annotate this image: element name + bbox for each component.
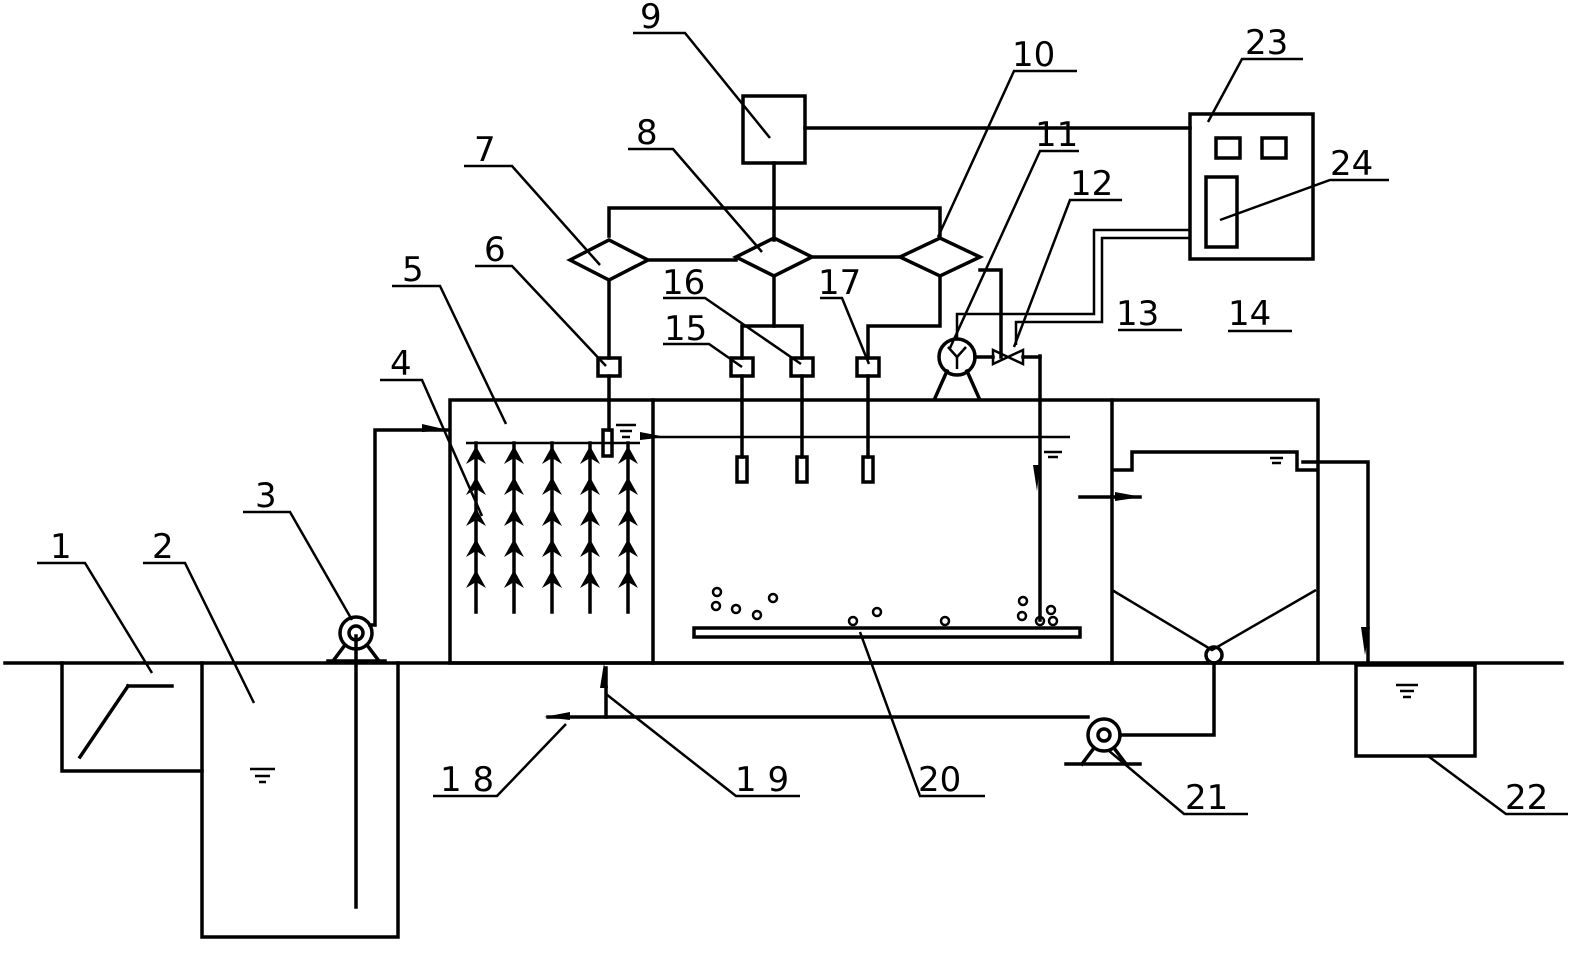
- label-16: 16: [662, 263, 705, 303]
- blower-11: [932, 268, 1003, 401]
- label-6: 6: [484, 230, 506, 270]
- plant-leaf: [580, 477, 600, 495]
- label-15: 15: [664, 309, 707, 349]
- label-7: 7: [474, 130, 496, 170]
- plant-rows: [466, 441, 638, 614]
- plant-leaf: [542, 570, 562, 588]
- label-24: 24: [1330, 144, 1373, 184]
- label-11: 11: [1035, 115, 1078, 155]
- sedimentation-tank: [1078, 450, 1318, 652]
- plant-leaf: [542, 508, 562, 526]
- plant-leaf: [580, 539, 600, 557]
- lift-pump: [326, 424, 450, 909]
- plant-leaf: [618, 508, 638, 526]
- plant-leaf: [504, 570, 524, 588]
- clear-water-tank: [1354, 663, 1477, 758]
- label-4: 4: [390, 344, 412, 384]
- plant-leaf: [466, 446, 486, 464]
- splitter-10: [895, 236, 985, 278]
- label-19: 1 9: [735, 760, 789, 800]
- effluent-pipe: [1301, 460, 1370, 665]
- sensors-15-16: [729, 274, 815, 484]
- collection-basin: [60, 661, 204, 773]
- plant-leaf: [504, 477, 524, 495]
- plant-leaf: [466, 570, 486, 588]
- plant-leaf: [466, 508, 486, 526]
- plant-leaf: [618, 539, 638, 557]
- labels: 1 2 3 4 5 6 7 8 9 10 11 12 13 14 15 16 1…: [50, 0, 1548, 818]
- plant-leaf: [580, 446, 600, 464]
- air-line: [1033, 354, 1042, 622]
- label-20: 20: [918, 760, 961, 800]
- plant-leaf: [618, 446, 638, 464]
- plant-leaf: [542, 539, 562, 557]
- plant-zone: [466, 441, 640, 614]
- plant-leaf: [580, 570, 600, 588]
- label-1: 1: [50, 527, 72, 567]
- label-22: 22: [1505, 778, 1548, 818]
- plant-leaf: [542, 477, 562, 495]
- label-8: 8: [636, 113, 658, 153]
- label-10: 10: [1012, 35, 1055, 75]
- plant-leaf: [466, 539, 486, 557]
- plant-leaf: [580, 508, 600, 526]
- label-14: 14: [1228, 294, 1271, 334]
- control-cabinet: [955, 112, 1315, 345]
- plant-leaf: [542, 446, 562, 464]
- label-5: 5: [402, 250, 424, 290]
- label-18: 1 8: [440, 760, 494, 800]
- sludge-return: [544, 645, 1224, 767]
- aeration-pipe: [692, 586, 1082, 639]
- splitter-7: [566, 238, 738, 282]
- valve-12: [991, 348, 1042, 366]
- sensor-17: [855, 274, 942, 484]
- label-3: 3: [255, 476, 277, 516]
- label-23: 23: [1245, 23, 1288, 63]
- plant-leaf: [504, 539, 524, 557]
- label-9: 9: [640, 0, 662, 37]
- regulating-tank: [200, 661, 400, 939]
- label-13: 13: [1116, 294, 1159, 334]
- label-17: 17: [818, 263, 861, 303]
- splitter-8: [732, 236, 902, 278]
- plant-leaf: [618, 477, 638, 495]
- leader-lines: [37, 31, 1568, 816]
- sensor-6: [596, 278, 622, 458]
- label-12: 12: [1070, 164, 1113, 204]
- reactor-body: [448, 398, 1320, 665]
- plant-leaf: [504, 508, 524, 526]
- plant-leaf: [618, 570, 638, 588]
- label-21: 21: [1185, 778, 1228, 818]
- plant-leaf: [504, 446, 524, 464]
- water-level-marks: [616, 423, 1418, 699]
- controller-9: [607, 94, 1192, 242]
- label-2: 2: [152, 527, 174, 567]
